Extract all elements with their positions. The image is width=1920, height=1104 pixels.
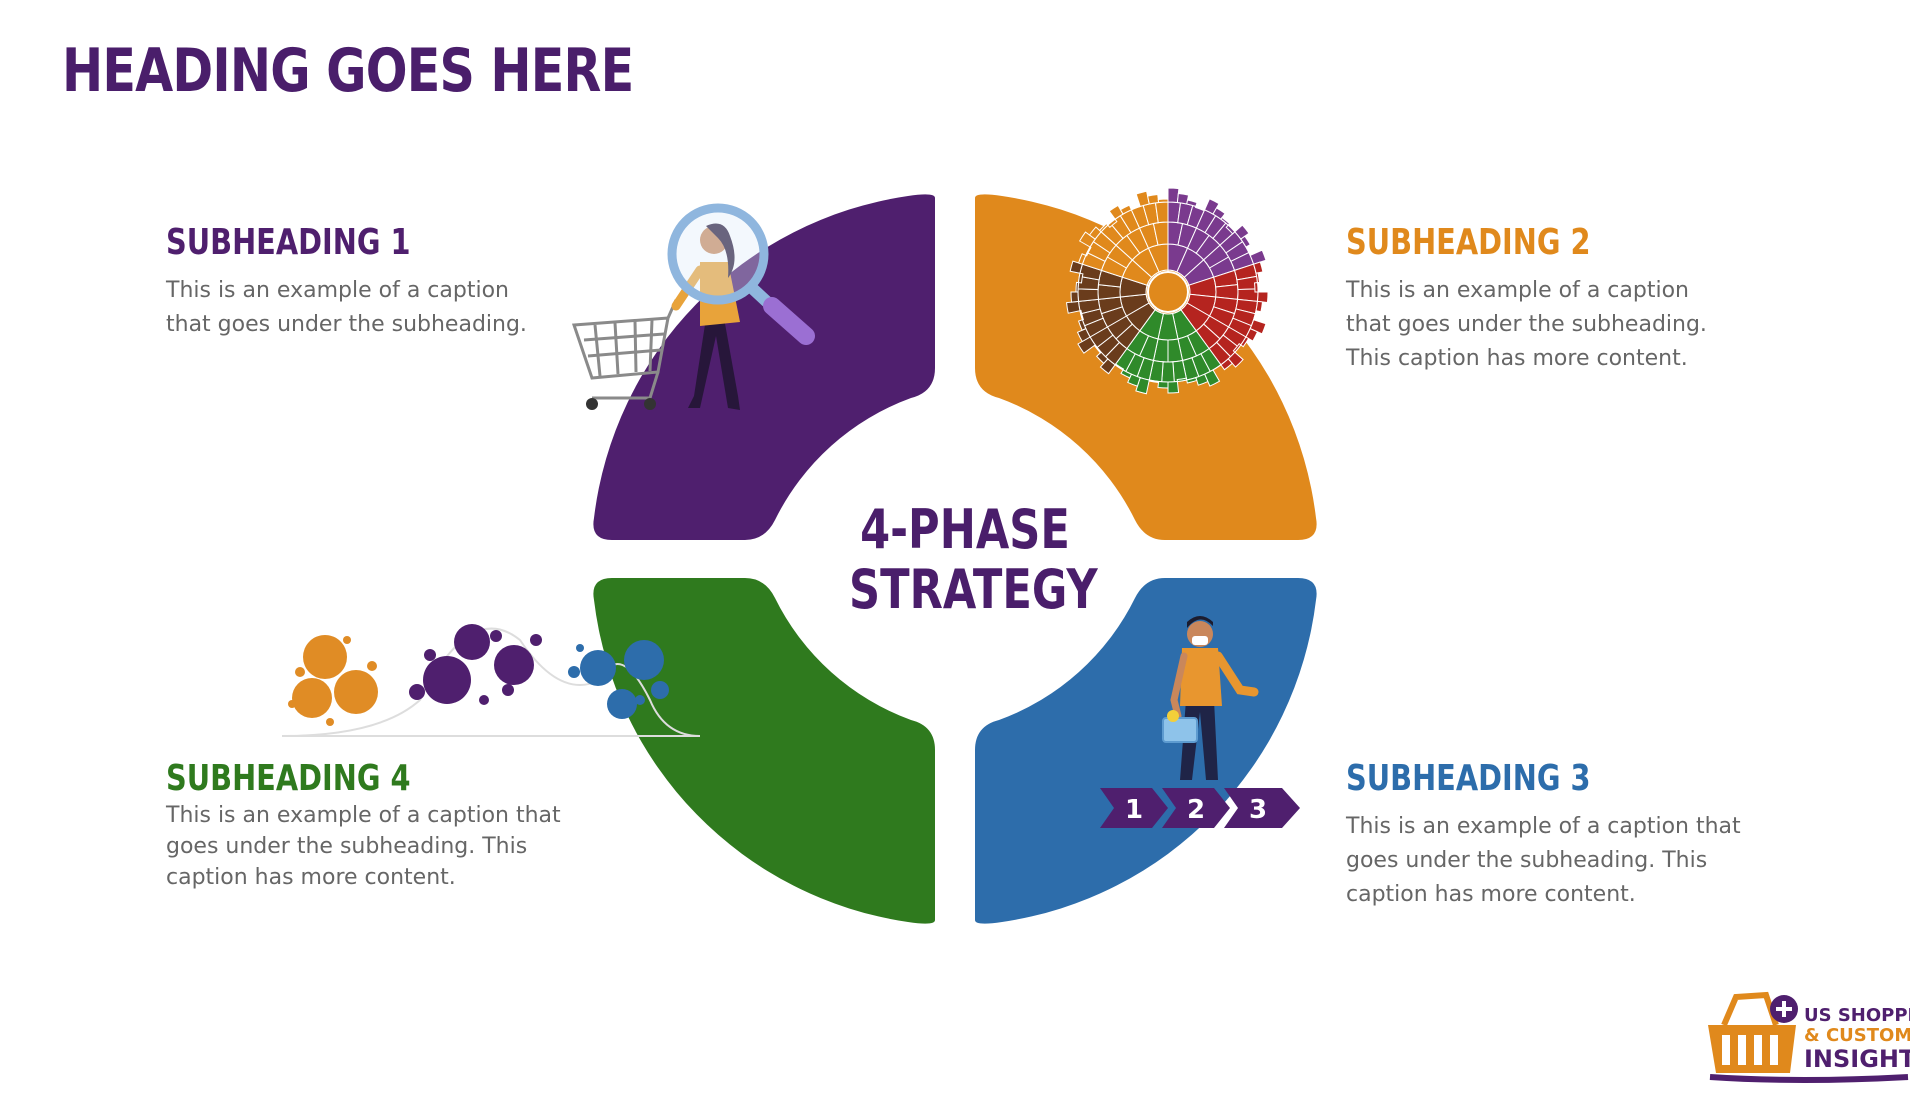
center-title: 4-PHASE STRATEGY [820,500,1110,620]
logo-line-2: & CUSTOMER [1804,1025,1910,1046]
caption-line: that goes under the subheading. [166,312,527,337]
sunburst-segment [1066,300,1081,314]
sunburst-segment [1154,201,1169,224]
numbered-steps-arrows: 1 2 3 [1100,788,1300,828]
shopping-basket-icon [1708,991,1909,1083]
sunburst-segment [1256,291,1269,304]
sunburst-segment [1119,204,1133,215]
quadrant-1-purple [593,194,935,540]
sunburst-segment [1240,235,1251,248]
bubble-cluster-illustration [281,624,701,737]
center-title-line-1: 4-PHASE [860,498,1070,561]
step-label: 1 [1125,795,1143,825]
sunburst-segment [1167,380,1180,394]
caption-line: that goes under the subheading. [1346,312,1707,337]
subheading-1: SUBHEADING 1 [166,222,411,263]
caption-2: This is an example of a caption that goe… [1346,274,1707,376]
logo-line-1: US SHOPPER [1804,1005,1910,1026]
sunburst-segment [1161,361,1175,383]
sunburst-segment [1135,190,1150,208]
caption-1: This is an example of a caption that goe… [166,274,527,342]
quadrant-4-green [593,578,935,924]
caption-line: This is an example of a caption that [166,803,561,828]
caption-line: goes under the subheading. This [1346,848,1708,873]
caption-line: goes under the subheading. This [166,834,528,859]
sunburst-segment [1077,288,1099,302]
subheading-4: SUBHEADING 4 [166,758,411,799]
quadrant-3-blue [975,578,1317,924]
sunburst-segment [1147,193,1160,205]
step-label: 3 [1249,795,1267,825]
caption-4: This is an example of a caption that goe… [166,800,561,893]
caption-line: This is an example of a caption [166,278,509,303]
sunburst-segment [1255,300,1264,313]
sunburst-center [1147,271,1189,313]
page-heading: HEADING GOES HERE [62,36,634,106]
caption-line: This is an example of a caption that [1346,814,1741,839]
sunburst-segment [1253,282,1259,293]
sunburst-segment [1157,380,1169,389]
shopper-woman-illustration [571,203,815,410]
sunburst-segment [1070,291,1080,303]
caption-line: caption has more content. [166,865,456,890]
shopper-man-illustration [1162,616,1259,780]
sunburst-segment [1157,198,1169,204]
center-title-line-2: STRATEGY [849,558,1098,621]
logo-line-3: INSIGHTS [1804,1045,1910,1073]
caption-line: This caption has more content. [1346,346,1688,371]
caption-3: This is an example of a caption that goe… [1346,810,1741,912]
sunburst-segment [1249,249,1267,265]
caption-line: caption has more content. [1346,882,1636,907]
caption-line: This is an example of a caption [1346,278,1689,303]
subheading-2: SUBHEADING 2 [1346,222,1591,263]
subheading-3: SUBHEADING 3 [1346,758,1591,799]
sunburst-chart-illustration [1066,187,1269,395]
company-logo: US SHOPPER & CUSTOMER INSIGHTS [1708,991,1910,1083]
sunburst-segment [1075,281,1080,293]
step-label: 2 [1187,795,1205,825]
